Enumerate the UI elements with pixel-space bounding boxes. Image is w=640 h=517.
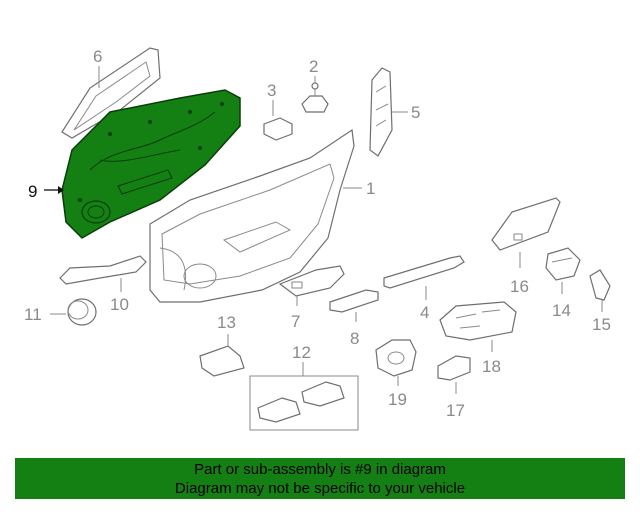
callout-12: 12: [292, 343, 311, 362]
callout-10: 10: [110, 295, 129, 314]
part-8-armrest-insert: 8: [329, 289, 379, 348]
part-15-small-switch: 15: [589, 269, 611, 334]
notice-line-1: Part or sub-assembly is #9 in diagram: [194, 461, 446, 478]
callout-11: 11: [24, 305, 42, 324]
callout-6: 6: [93, 47, 102, 66]
part-2-clip: 2: [301, 57, 329, 113]
callout-17: 17: [446, 401, 465, 420]
callout-2: 2: [309, 57, 318, 76]
callout-19: 19: [388, 390, 407, 409]
callout-4: 4: [420, 303, 429, 322]
part-9-door-trim-board: 9: [28, 89, 241, 239]
part-13-pad: 13: [199, 313, 245, 377]
notice-line-2: Diagram may not be specific to your vehi…: [174, 480, 466, 497]
part-12-pad-set: 12: [249, 343, 359, 431]
part-4-seal-strip: 4: [383, 255, 465, 322]
callout-3: 3: [267, 81, 276, 100]
callout-13: 13: [217, 313, 236, 332]
callout-5: 5: [411, 103, 420, 122]
part-17-bracket: 17: [437, 355, 471, 420]
callout-15: 15: [592, 315, 611, 334]
part-1-door-panel: 1: [149, 128, 375, 303]
part-14-switch: 14: [545, 247, 581, 320]
callout-18: 18: [482, 357, 501, 376]
callout-9: 9: [28, 182, 37, 201]
callout-14: 14: [552, 301, 571, 320]
fitment-notice-banner: Part or sub-assembly is #9 in diagram Di…: [15, 458, 625, 499]
callout-7: 7: [291, 312, 300, 331]
callout-1: 1: [366, 179, 375, 198]
part-18-switch-panel: 18: [439, 301, 517, 376]
part-11-speaker-grille: 11: [24, 298, 97, 326]
part-10-trim-strip: 10: [59, 255, 147, 314]
part-5-handle-bracket: 5: [369, 67, 420, 157]
callout-16: 16: [510, 277, 529, 296]
callout-8: 8: [350, 329, 359, 348]
part-16-panel: 16: [491, 197, 561, 296]
part-3-bracket: 3: [263, 81, 293, 141]
part-6-trim-panel: 6: [61, 47, 161, 139]
part-7-switch-bezel: 7: [278, 265, 345, 331]
part-19-door-handle: 19: [375, 339, 417, 409]
